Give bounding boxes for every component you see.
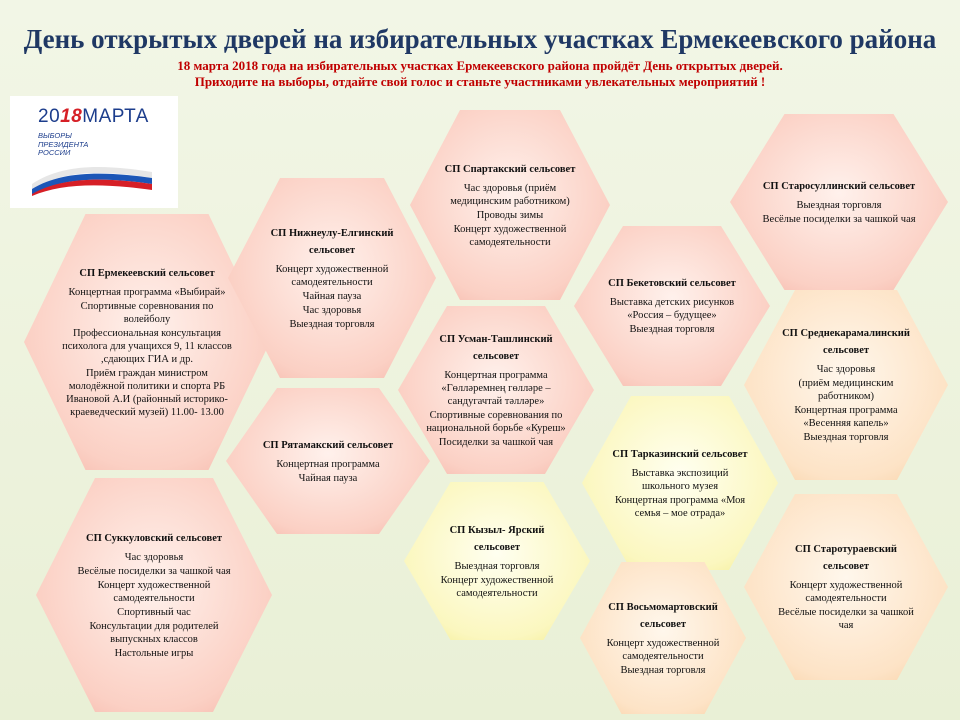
council-event: (приём медицинским работником) [798,378,894,402]
council-name: СП Ермекеевский сельсовет [79,267,215,279]
council-event: Концертная программа «Гөлләремнең гөлләр… [441,369,551,407]
council-event: Чайная пауза [302,290,362,302]
council-event: Час здоровья (приём медицинским работник… [450,182,570,207]
council-event: Весёлые посиделки за чашкой чая [77,565,231,577]
council-event: Чайная пауза [298,472,358,484]
council-event: Час здоровья [302,304,362,316]
council-event: Выездная торговля [803,432,889,443]
council-name: СП Рятамакский сельсовет [262,439,394,451]
flag-ribbon-icon [32,167,152,196]
council-event: Спортивные соревнования по волейболу [80,300,214,325]
council-name: СП Среднекарамалинский сельсовет [782,328,910,356]
council-event: Выставка детских рисунков «Россия – буду… [609,297,735,321]
council-event: Профессиональная консультация психолога … [62,327,232,365]
announcement-line-1: 18 марта 2018 года на избирательных учас… [177,58,783,73]
council-name: СП Старосуллинский сельсовет [762,180,916,192]
council-event: Спортивный час [117,606,191,618]
council-event: Концерт художественной самодеятельности [440,574,554,599]
council-event: Весёлые посиделки за чашкой чая [778,607,914,631]
council-event: Выездная торговля [289,318,375,330]
council-event: Концертная программа [276,458,380,470]
council-event: Приём граждан министром молодёжной полит… [66,367,228,418]
council-event: Выставка экспозиций школьного музея [631,467,729,492]
council-name: СП Старотураевский сельсовет [795,544,897,572]
council-name: СП Нижнеулу-Елгинский сельсовет [270,227,394,256]
council-event: Концерт художественной самодеятельности [275,263,389,288]
council-event: Выездная торговля [796,199,882,211]
council-name: СП Суккуловский сельсовет [85,532,223,544]
page-title: День открытых дверей на избирательных уч… [23,24,937,54]
council-event: Час здоровья [816,364,876,375]
logo-caption: ВЫБОРЫ ПРЕЗИДЕНТА РОССИИ [38,131,89,157]
council-event: Посиделки за чашкой чая [438,436,554,448]
council-event: Концертная программа «Моя семья – мое от… [614,494,746,519]
council-name: СП Кызыл- Ярский сельсовет [449,524,545,553]
council-event: Концерт художественной самодеятельности [97,579,211,604]
announcement-line-2: Приходите на выборы, отдайте свой голос … [194,74,766,89]
council-event: Проводы зимы [476,209,544,221]
council-event: Концерт художественной самодеятельности [453,223,567,248]
council-event: Концертная программа «Весенняя капель» [794,405,898,429]
council-event: Выездная торговля [620,664,706,676]
elections-2018-logo: 2018МАРТА ВЫБОРЫ ПРЕЗИДЕНТА РОССИИ [10,96,178,208]
council-event: Концертная программа «Выбирай» [68,286,226,298]
council-event: Выездная торговля [454,560,540,572]
council-event: Весёлые посиделки за чашкой чая [762,213,916,225]
logo-date: 2018МАРТА [38,106,149,127]
council-event: Выездная торговля [629,324,715,335]
council-event: Час здоровья [124,551,184,563]
council-event: Спортивные соревнования по национальной … [426,409,566,434]
council-name: СП Бекетовский сельсовет [608,278,736,289]
council-name: СП Спартакский сельсовет [444,163,576,175]
council-event: Консультации для родителей выпускных кла… [89,620,219,645]
council-name: СП Тарказинский сельсовет [612,448,748,460]
council-event: Концерт художественной самодеятельности [789,580,903,604]
council-event: Настольные игры [114,647,194,659]
council-name: СП Восьмомартовский сельсовет [608,601,718,630]
council-name: СП Усман-Ташлинский сельсовет [439,333,553,362]
council-event: Концерт художественной самодеятельности [606,637,720,662]
